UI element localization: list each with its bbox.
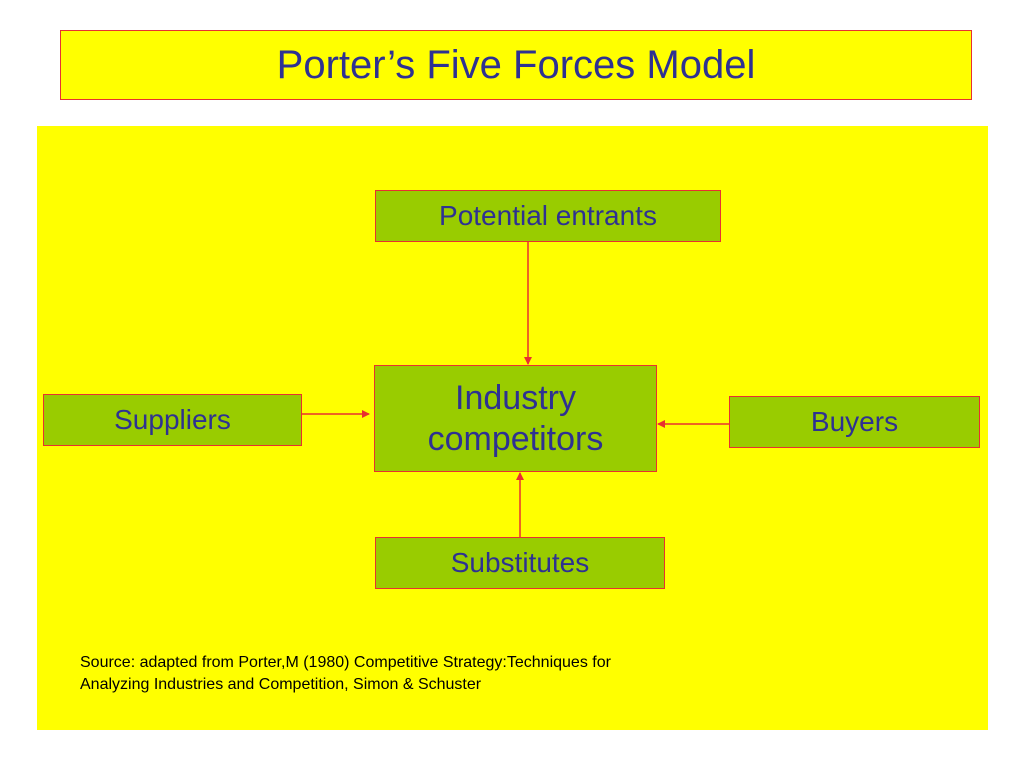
buyers-label: Buyers	[810, 406, 899, 437]
substitutes-box: Substitutes	[375, 537, 665, 589]
suppliers-label: Suppliers	[114, 404, 231, 435]
industry-competitors-box: Industry competitors	[374, 365, 657, 472]
potential-entrants-label: Potential entrants	[439, 200, 657, 231]
substitutes-label: Substitutes	[450, 547, 590, 578]
source-citation-line1: Source: adapted from Porter,M (1980) Com…	[80, 654, 611, 671]
source-citation: Source: adapted from Porter,M (1980) Com…	[80, 652, 780, 695]
industry-label-line1: Industry	[455, 378, 576, 417]
title-box: Porter’s Five Forces Model	[60, 30, 972, 100]
suppliers-box: Suppliers	[43, 394, 302, 446]
buyers-box: Buyers	[729, 396, 980, 448]
potential-entrants-box: Potential entrants	[375, 190, 721, 242]
source-citation-line2: Analyzing Industries and Competition, Si…	[80, 675, 482, 693]
slide-title: Porter’s Five Forces Model	[276, 42, 756, 87]
industry-label-line2: competitors	[427, 419, 604, 458]
